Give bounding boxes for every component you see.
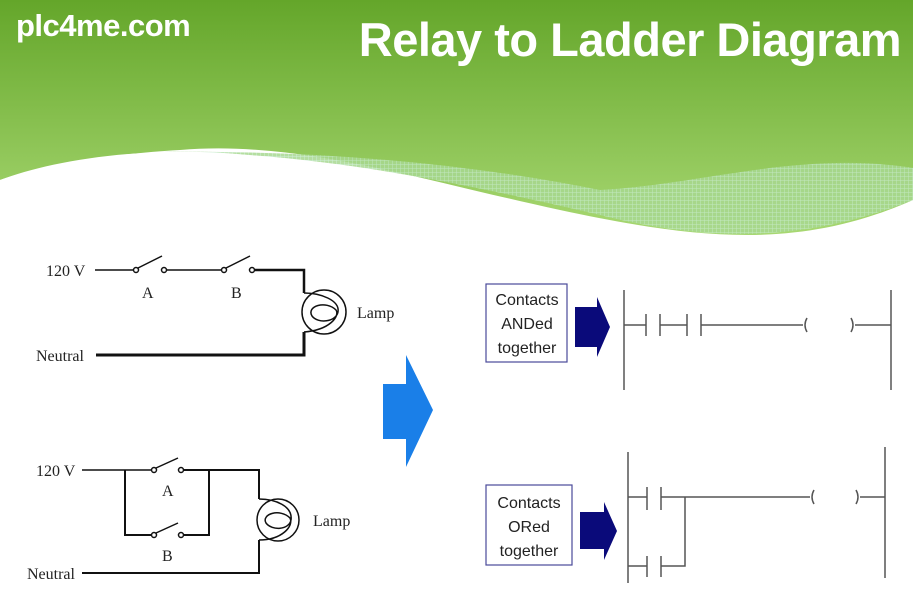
parallel-right-bus [184,470,210,536]
parallel-lamp-feed [184,469,260,499]
switch-a-blade [137,255,163,269]
parallel-switch-b-label: B [162,548,173,565]
series-switch-a-label: A [142,285,154,302]
parallel-supply-label: 120 V [36,463,76,480]
series-neutral-label: Neutral [36,348,85,365]
or-ladder-section: Contacts ORed together [485,447,886,583]
switch-b-terminal [150,531,158,539]
lamp-filament [303,292,339,333]
switch-a-terminal [150,466,158,474]
series-neutral-wire [96,332,306,357]
and-label-line: ANDed [501,316,553,333]
switch-b-blade [155,522,179,534]
lamp-icon [256,498,300,542]
series-lamp-feed [255,268,306,293]
coil-icon [850,317,854,333]
or-branch-wire [661,497,686,567]
and-ladder-section: Contacts ANDed together [485,283,892,390]
and-label-line: together [498,340,557,357]
parallel-left-bus [124,470,152,536]
switch-b-terminal [220,266,228,274]
lamp-icon [301,289,347,335]
switch-b-blade [225,255,251,269]
series-switch-b-label: B [231,285,242,302]
and-label-box [485,283,568,363]
parallel-neutral-label: Neutral [27,566,76,583]
switch-b-terminal [177,531,185,539]
header-banner [0,0,913,250]
or-label-line: Contacts [497,495,560,512]
series-relay-circuit: 120 V A B Lamp Neutral [36,255,394,365]
switch-a-terminal [160,266,168,274]
series-lamp-label: Lamp [357,305,394,322]
or-label-line: together [500,543,559,560]
or-arrow-icon [580,502,617,560]
and-label-line: Contacts [495,292,558,309]
page-title: Relay to Ladder Diagram [358,13,902,66]
or-label-line: ORed [508,519,550,536]
coil-icon [855,489,859,505]
coil-icon [811,489,815,505]
series-supply-label: 120 V [46,263,86,280]
parallel-lamp-label: Lamp [313,513,350,530]
parallel-relay-circuit: 120 V A B Lamp Neutral [27,457,350,583]
banner-grid-wave [150,151,913,234]
coil-icon [804,317,808,333]
and-arrow-icon [575,297,610,357]
banner-white-wave [0,151,913,250]
convert-arrow-icon [383,355,433,467]
switch-a-terminal [177,466,185,474]
banner-background [0,0,913,235]
parallel-neutral-wire [82,540,260,574]
lamp-filament [258,498,292,541]
switch-a-terminal [132,266,140,274]
site-name[interactable]: plc4me.com [16,8,191,43]
switch-a-blade [155,457,179,469]
parallel-switch-a-label: A [162,483,174,500]
or-label-box [485,484,573,566]
switch-b-terminal [248,266,256,274]
